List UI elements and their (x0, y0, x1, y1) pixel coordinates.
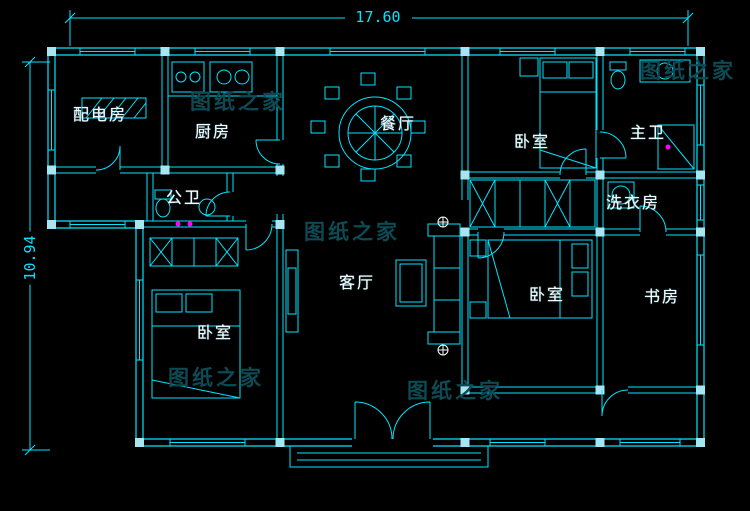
watermark-text: 图纸之家 (304, 220, 400, 244)
room-label-laundry: 洗衣房 (605, 193, 661, 212)
room-label-bedroom-east: 卧室 (528, 285, 566, 304)
power-panel (81, 97, 147, 119)
room-label-dining: 餐厅 (379, 114, 417, 133)
interior-walls (55, 55, 697, 439)
washer (607, 181, 635, 209)
light-symbols (437, 216, 449, 356)
master-bath-fixtures (609, 59, 695, 170)
room-label-bedroom-north: 卧室 (513, 132, 551, 151)
room-label-kitchen: 厨房 (194, 122, 232, 141)
watermark-text: 图纸之家 (190, 90, 286, 114)
room-label-power-room: 配电房 (72, 105, 128, 124)
watermark-text: 图纸之家 (168, 366, 264, 390)
bed-north (519, 57, 597, 169)
dimension-width-label: 17.60 (351, 8, 405, 26)
entry-gap (352, 437, 433, 448)
bed-south (149, 237, 241, 399)
dimension-height-label: 10.94 (21, 231, 39, 285)
fixture-markers (175, 144, 671, 227)
bed-east (469, 239, 593, 319)
closet-corridor (469, 179, 596, 228)
room-label-public-bath: 公卫 (165, 188, 203, 207)
room-label-bedroom-south: 卧室 (196, 323, 234, 342)
kitchen-counter (168, 61, 277, 97)
living-furniture (285, 223, 461, 345)
columns (47, 47, 705, 447)
windows (48, 48, 704, 446)
doors (95, 131, 667, 440)
dimension-lines (22, 10, 694, 456)
watermark-text: 图纸之家 (407, 379, 503, 403)
porch-steps (289, 446, 489, 468)
room-label-living: 客厅 (338, 273, 376, 292)
room-label-master-bath: 主卫 (629, 123, 667, 142)
public-bath-fixtures (154, 189, 216, 218)
dining-table (310, 72, 426, 182)
watermark-text: 图纸之家 (640, 59, 736, 83)
furniture (81, 57, 695, 399)
room-label-study: 书房 (643, 287, 681, 306)
